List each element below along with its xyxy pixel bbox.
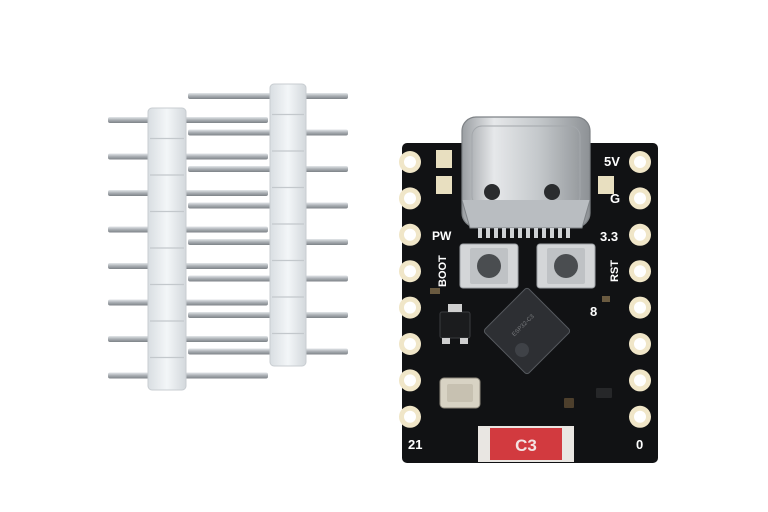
pin-header-left: [108, 107, 268, 391]
header-pin: [108, 263, 268, 269]
header-pin: [188, 166, 348, 172]
label-5v: 5V: [604, 154, 620, 169]
esp32-c3-chip: ESP32-C3: [483, 287, 571, 375]
usb-pin: [550, 228, 554, 238]
chip-model-label: C3: [515, 436, 537, 455]
usb-pin: [526, 228, 530, 238]
label-pin-8: 8: [590, 304, 597, 319]
smd-pad: [436, 176, 452, 194]
header-pin: [108, 153, 268, 160]
header-pin: [188, 239, 348, 245]
header-pin: [188, 129, 348, 136]
boot-button[interactable]: [459, 243, 519, 289]
header-pin: [108, 190, 268, 196]
voltage-regulator: [439, 311, 471, 339]
label-pin-21: 21: [408, 437, 422, 452]
label-3v3: 3.3: [600, 229, 618, 244]
reset-button[interactable]: [536, 243, 596, 289]
usb-pin: [558, 228, 562, 238]
label-boot: BOOT: [437, 255, 449, 287]
esp32-c3-board: ESP32-C3 C3 5V G 3.3 PW BOOT RST: [399, 116, 658, 463]
header-plastic-right: [269, 83, 307, 367]
usb-pin: [518, 228, 522, 238]
crystal: [439, 377, 481, 409]
header-pin: [108, 117, 268, 123]
header-pin: [108, 299, 268, 306]
usb-pin: [486, 228, 490, 238]
label-rst: RST: [609, 260, 621, 282]
header-pin: [188, 312, 348, 318]
header-pin: [108, 372, 268, 379]
smd-pad: [598, 176, 614, 194]
usb-pin: [510, 228, 514, 238]
silkscreen: 5V G 3.3 PW BOOT RST 8 21 0: [408, 154, 643, 452]
header-pin: [188, 93, 348, 99]
usb-c-connector: [461, 116, 591, 238]
header-pin: [188, 348, 348, 355]
label-pw: PW: [432, 229, 452, 243]
usb-pin: [542, 228, 546, 238]
header-pin: [188, 275, 348, 282]
usb-pin: [534, 228, 538, 238]
usb-pin: [478, 228, 482, 238]
usb-pin: [502, 228, 506, 238]
smd-pad: [436, 150, 452, 168]
header-pin: [188, 202, 348, 209]
header-pin: [108, 336, 268, 342]
label-pin-0: 0: [636, 437, 643, 452]
pin-header-right: [188, 83, 348, 367]
header-pin: [108, 226, 268, 233]
usb-pin: [566, 228, 570, 238]
header-plastic-left: [147, 107, 187, 391]
usb-pin: [494, 228, 498, 238]
chip-antenna: C3: [478, 426, 574, 462]
label-gnd: G: [610, 191, 620, 206]
